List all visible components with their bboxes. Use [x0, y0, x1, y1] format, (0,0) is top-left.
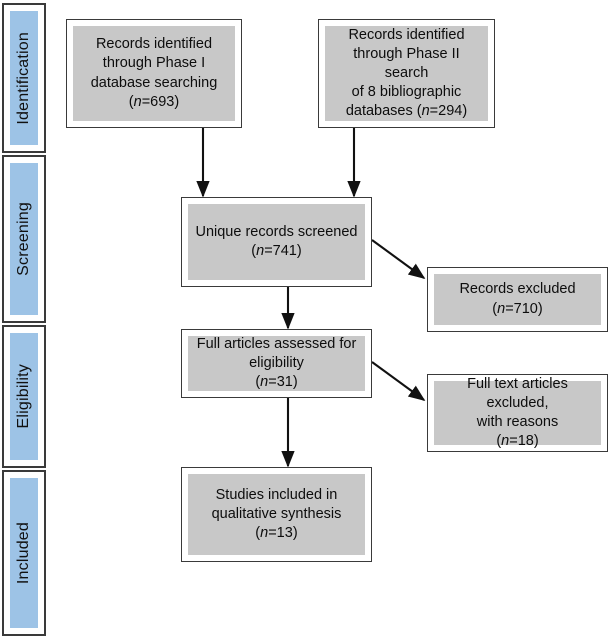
node-included-line1: Studies included in [215, 486, 338, 503]
stage-eligibility: Eligibility [2, 325, 46, 468]
node-fulltext-excluded-line1: Full text articles excluded, [467, 375, 568, 411]
node-assessed-line1: Full articles assessed for [196, 335, 357, 352]
node-phase2-records: Records identified through Phase II sear… [318, 19, 495, 128]
stage-identification-label: Identification [15, 31, 32, 125]
node-records-excluded: Records excluded (n=710) [427, 267, 608, 332]
node-fulltext-excluded-count: (n=18) [496, 433, 539, 450]
node-assessed-n-value: =31 [268, 374, 293, 391]
node-records-excluded-line1: Records excluded [459, 281, 576, 298]
node-phase2-records-fill: Records identified through Phase II sear… [325, 26, 488, 121]
stage-included-fill: Included [10, 478, 38, 628]
node-phase2-n-value: =294) [429, 103, 468, 120]
node-phase2-line3: of 8 bibliographic [351, 84, 462, 101]
node-fulltext-excluded-n-value: =18 [509, 433, 534, 450]
node-assessed-line2: eligibility [249, 354, 304, 371]
node-records-excluded-n-value: =710 [505, 300, 538, 317]
node-studies-included-text: Studies included in qualitative synthesi… [212, 486, 342, 543]
node-assessed-count: (n=31) [255, 374, 298, 391]
node-included-n-value: =13 [268, 525, 293, 542]
node-fulltext-excluded-line2: with reasons [476, 414, 559, 430]
node-fulltext-excluded: Full text articles excluded, with reason… [427, 374, 608, 452]
node-studies-included-fill: Studies included in qualitative synthesi… [188, 474, 365, 555]
node-phase2-count: databases (n=294) [346, 103, 467, 119]
node-phase1-records: Records identified through Phase I datab… [66, 19, 242, 128]
node-phase2-line1: Records identified [348, 26, 465, 43]
node-screened-line1: Unique records screened [195, 223, 358, 240]
stage-included: Included [2, 470, 46, 636]
arrow-assessed-to-fulltext-excluded [371, 361, 426, 401]
node-phase2-line2: through Phase II search [353, 45, 460, 81]
node-studies-included: Studies included in qualitative synthesi… [181, 467, 372, 562]
node-assessed-n-symbol: n [260, 374, 269, 391]
stage-identification: Identification [2, 3, 46, 153]
node-screened-count: (n=741) [251, 243, 302, 259]
node-included-n-symbol: n [260, 525, 269, 542]
stage-included-label: Included [15, 521, 32, 585]
node-phase1-records-text: Records identified through Phase I datab… [91, 35, 218, 112]
node-fulltext-excluded-text: Full text articles excluded, with reason… [440, 375, 595, 452]
node-phase1-line1: Records identified [95, 36, 213, 53]
stage-screening-label: Screening [15, 202, 32, 276]
node-phase1-line3: database searching [90, 74, 218, 91]
node-phase2-line4-prefix: databases ( [345, 103, 422, 120]
node-records-excluded-fill: Records excluded (n=710) [434, 274, 601, 325]
node-records-excluded-n-symbol: n [497, 300, 506, 317]
node-phase2-n-symbol: n [421, 103, 430, 120]
node-full-articles-assessed-text: Full articles assessed for eligibility (… [197, 335, 357, 392]
node-phase1-count: (n=693) [128, 93, 180, 110]
stage-screening: Screening [2, 155, 46, 323]
node-included-count: (n=13) [255, 525, 298, 542]
node-phase1-line2: through Phase I [102, 55, 206, 72]
node-unique-records-screened: Unique records screened (n=741) [181, 197, 372, 287]
node-phase1-n-symbol: n [133, 93, 142, 110]
stage-eligibility-label: Eligibility [15, 364, 32, 429]
node-fulltext-excluded-fill: Full text articles excluded, with reason… [434, 376, 601, 449]
node-screened-n-value: =741 [264, 243, 297, 259]
node-unique-records-screened-text: Unique records screened (n=741) [195, 223, 357, 261]
node-full-articles-assessed: Full articles assessed for eligibility (… [181, 329, 372, 398]
node-included-line2: qualitative synthesis [211, 505, 342, 522]
node-screened-n-symbol: n [256, 243, 265, 259]
node-unique-records-screened-fill: Unique records screened (n=741) [188, 204, 365, 280]
stage-identification-fill: Identification [10, 11, 38, 145]
node-phase1-n-value: =693 [141, 93, 175, 110]
node-phase1-records-fill: Records identified through Phase I datab… [73, 26, 235, 121]
node-full-articles-assessed-fill: Full articles assessed for eligibility (… [188, 336, 365, 391]
arrow-screened-to-records-excluded [371, 239, 426, 279]
node-records-excluded-text: Records excluded (n=710) [459, 280, 575, 318]
node-fulltext-excluded-n-symbol: n [501, 433, 510, 450]
node-records-excluded-count: (n=710) [492, 300, 543, 317]
stage-screening-fill: Screening [10, 163, 38, 315]
node-phase2-records-text: Records identified through Phase II sear… [331, 26, 482, 122]
stage-eligibility-fill: Eligibility [10, 333, 38, 460]
